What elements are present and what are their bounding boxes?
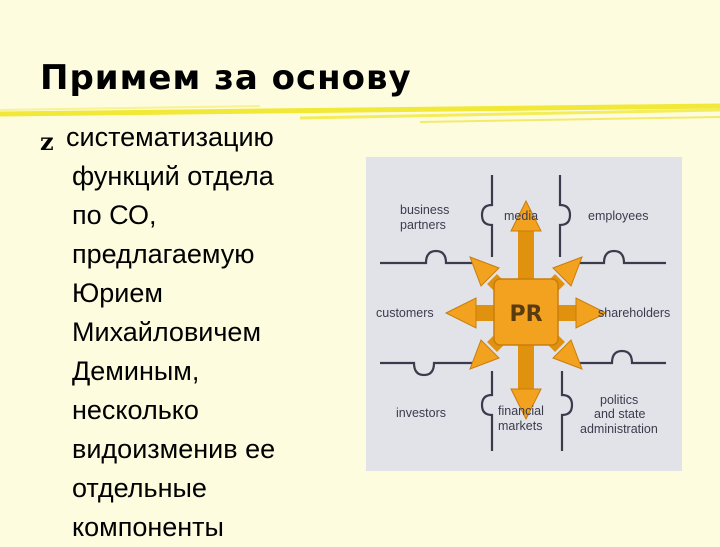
bullet-line: Юрием xyxy=(72,278,163,308)
pr-diagram-svg: PR business partners media employees cus… xyxy=(376,175,670,451)
bullet-line: видоизменив ее xyxy=(72,434,276,464)
bullet-line: функций отдела xyxy=(72,161,274,191)
bullet-line: несколько xyxy=(72,395,199,425)
label-employees: employees xyxy=(588,209,648,223)
bullet-line: предлагаемую xyxy=(72,239,255,269)
bullet-line: Деминым, xyxy=(72,356,200,386)
label-shareholders: shareholders xyxy=(598,306,670,320)
label-administration: administration xyxy=(580,422,658,436)
slide-title: Примем за основу xyxy=(40,58,412,98)
label-markets: markets xyxy=(498,419,542,433)
label-and-state: and state xyxy=(594,407,645,421)
puzzle-lines xyxy=(380,175,666,451)
label-partners: partners xyxy=(400,218,446,232)
label-investors: investors xyxy=(396,406,446,420)
title-underline xyxy=(0,103,720,123)
bullet-line: отдельные xyxy=(72,473,207,503)
pr-diagram: PR business partners media employees cus… xyxy=(366,157,682,471)
bullet-line: систематизацию xyxy=(66,122,274,152)
label-business: business xyxy=(400,203,449,217)
label-media: media xyxy=(504,209,538,223)
label-customers: customers xyxy=(376,306,434,320)
pr-center-label: PR xyxy=(509,302,542,327)
bullet-text: систематизацию функций отдела по СО, пре… xyxy=(40,118,340,547)
bullet-line: Михайловичем xyxy=(72,317,262,347)
bullet-z-icon: z xyxy=(40,127,54,156)
label-financial: financial xyxy=(498,404,544,418)
label-politics: politics xyxy=(600,393,638,407)
pr-arrows xyxy=(444,199,608,421)
bullet-point: z систематизацию функций отдела по СО, п… xyxy=(40,118,340,547)
bullet-line: компоненты xyxy=(72,512,224,542)
bullet-line: по СО, xyxy=(72,200,157,230)
